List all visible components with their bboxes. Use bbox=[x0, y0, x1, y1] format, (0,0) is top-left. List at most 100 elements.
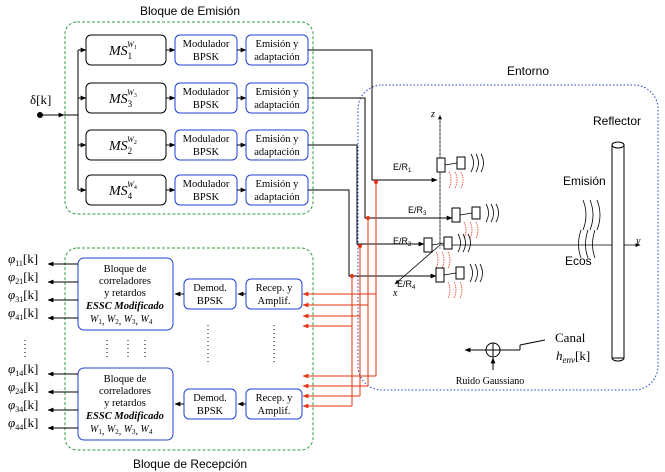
echo-node bbox=[350, 274, 354, 278]
emission-label-1: Emisión y bbox=[256, 87, 300, 98]
modulator-label-2: BPSK bbox=[193, 100, 220, 111]
output-label: φ11[k] bbox=[8, 251, 38, 268]
weights-label: W1, W2, W3, W4 bbox=[90, 424, 153, 437]
reception-block-border bbox=[64, 247, 314, 451]
noise-label: Ruido Gaussiano bbox=[456, 376, 525, 387]
channel-noise: Canal henv[k] Ruido Gaussiano bbox=[456, 330, 590, 387]
emission-block-title: Bloque de Emisión bbox=[140, 4, 240, 18]
essc-label: ESSC Modificado bbox=[85, 411, 164, 422]
emission-label: Emisión bbox=[563, 174, 606, 188]
demod-label-1: Demod. bbox=[193, 393, 227, 404]
environment-title: Entorno bbox=[507, 64, 549, 78]
correlator-label: y retardos bbox=[104, 398, 146, 409]
output-label: φ24[k] bbox=[8, 379, 38, 396]
input-label: δ[k] bbox=[30, 92, 51, 107]
modulator-label-2: BPSK bbox=[193, 192, 220, 203]
emission-wire bbox=[308, 49, 438, 183]
transducer-body bbox=[436, 157, 446, 173]
emission-label-2: adaptación bbox=[254, 52, 300, 63]
reflector-label: Reflector bbox=[593, 114, 641, 128]
output-signal: φ11[k] bbox=[8, 251, 78, 268]
transducer: E/R3 bbox=[408, 203, 499, 239]
reflector-cylinder bbox=[611, 144, 625, 359]
emission-wire bbox=[308, 144, 425, 247]
modulator-label-2: BPSK bbox=[193, 147, 220, 158]
channel-label: Canal bbox=[555, 330, 586, 345]
demod-label-2: BPSK bbox=[197, 406, 224, 417]
output-label: φ34[k] bbox=[8, 397, 38, 414]
recep-label-1: Recep. y bbox=[256, 283, 293, 294]
emission-block-border bbox=[64, 21, 314, 215]
demod-label-2: BPSK bbox=[197, 296, 224, 307]
ms-sequence-label: MS4W4 bbox=[108, 180, 137, 201]
demod-label-1: Demod. bbox=[193, 283, 227, 294]
axis-y-label: y bbox=[635, 236, 641, 247]
transducer-label: E/R1 bbox=[393, 162, 412, 174]
environment-block: Entorno z y x Reflector Emisión Ecos E/R… bbox=[357, 64, 659, 391]
output-label: φ21[k] bbox=[8, 269, 38, 286]
modulator-label-1: Modulador bbox=[183, 87, 230, 98]
reflector: Reflector bbox=[593, 114, 641, 362]
output-signal: φ21[k] bbox=[8, 269, 78, 286]
modulator-label-1: Modulador bbox=[183, 134, 230, 145]
echo-node bbox=[366, 216, 370, 220]
emission-label-2: adaptación bbox=[254, 147, 300, 158]
ms-sequence-label: MS1W1 bbox=[108, 40, 137, 61]
correlator-label: Bloque de bbox=[104, 264, 147, 275]
correlator-label: y retardos bbox=[104, 288, 146, 299]
transducer: E/R1 bbox=[393, 153, 484, 189]
correlator-label: Bloque de bbox=[104, 374, 147, 385]
recep-label-2: Amplif. bbox=[258, 406, 291, 417]
transducer-label: E/R2 bbox=[393, 236, 412, 248]
axes: z y x bbox=[392, 109, 641, 299]
axis-x-label: x bbox=[392, 288, 398, 299]
transducer: E/R2 bbox=[393, 233, 471, 269]
weights-label: W1, W2, W3, W4 bbox=[90, 314, 153, 327]
echo-node bbox=[374, 180, 378, 184]
modulator-label-1: Modulador bbox=[183, 179, 230, 190]
output-signal: φ34[k] bbox=[8, 397, 78, 414]
echo-node bbox=[358, 244, 362, 248]
transducer-body bbox=[435, 267, 445, 283]
receiver-amplifier-box bbox=[245, 388, 303, 420]
ms-sequence-label: MS2W2 bbox=[108, 135, 137, 156]
axis-z-label: z bbox=[430, 109, 435, 120]
output-label: φ14[k] bbox=[8, 361, 38, 378]
output-label: φ31[k] bbox=[8, 287, 38, 304]
output-label: φ44[k] bbox=[8, 415, 38, 432]
emission-wire bbox=[308, 189, 437, 279]
correlator-label: correladores bbox=[99, 276, 151, 287]
emission-label-2: adaptación bbox=[254, 100, 300, 111]
environment-border bbox=[357, 84, 659, 391]
channel-symbol: henv[k] bbox=[556, 348, 590, 365]
output-signal: φ44[k] bbox=[8, 415, 78, 432]
modulator-label-2: BPSK bbox=[193, 52, 220, 63]
output-signal: φ31[k] bbox=[8, 287, 78, 304]
essc-label: ESSC Modificado bbox=[85, 301, 164, 312]
transducer: E/R4 bbox=[397, 263, 483, 299]
reception-block: Bloque de Recepción Bloque decorreladore… bbox=[8, 247, 314, 471]
reception-block-title: Bloque de Recepción bbox=[133, 457, 247, 471]
ms-sequence-label: MS3W3 bbox=[108, 88, 137, 109]
emission-wire bbox=[308, 97, 453, 221]
emission-label-1: Emisión y bbox=[256, 179, 300, 190]
emission-label-1: Emisión y bbox=[256, 39, 300, 50]
receiver-amplifier-box bbox=[245, 278, 303, 310]
transducer-label: E/R3 bbox=[408, 205, 427, 217]
recep-label-1: Recep. y bbox=[256, 393, 293, 404]
transducer-body bbox=[451, 207, 461, 223]
correlator-label: correladores bbox=[99, 386, 151, 397]
emission-label-1: Emisión y bbox=[256, 134, 300, 145]
output-signal: φ14[k] bbox=[8, 361, 78, 378]
emission-label-2: adaptación bbox=[254, 192, 300, 203]
reflector-waves bbox=[578, 199, 601, 259]
output-label: φ41[k] bbox=[8, 305, 38, 322]
transducer-body bbox=[423, 237, 433, 253]
